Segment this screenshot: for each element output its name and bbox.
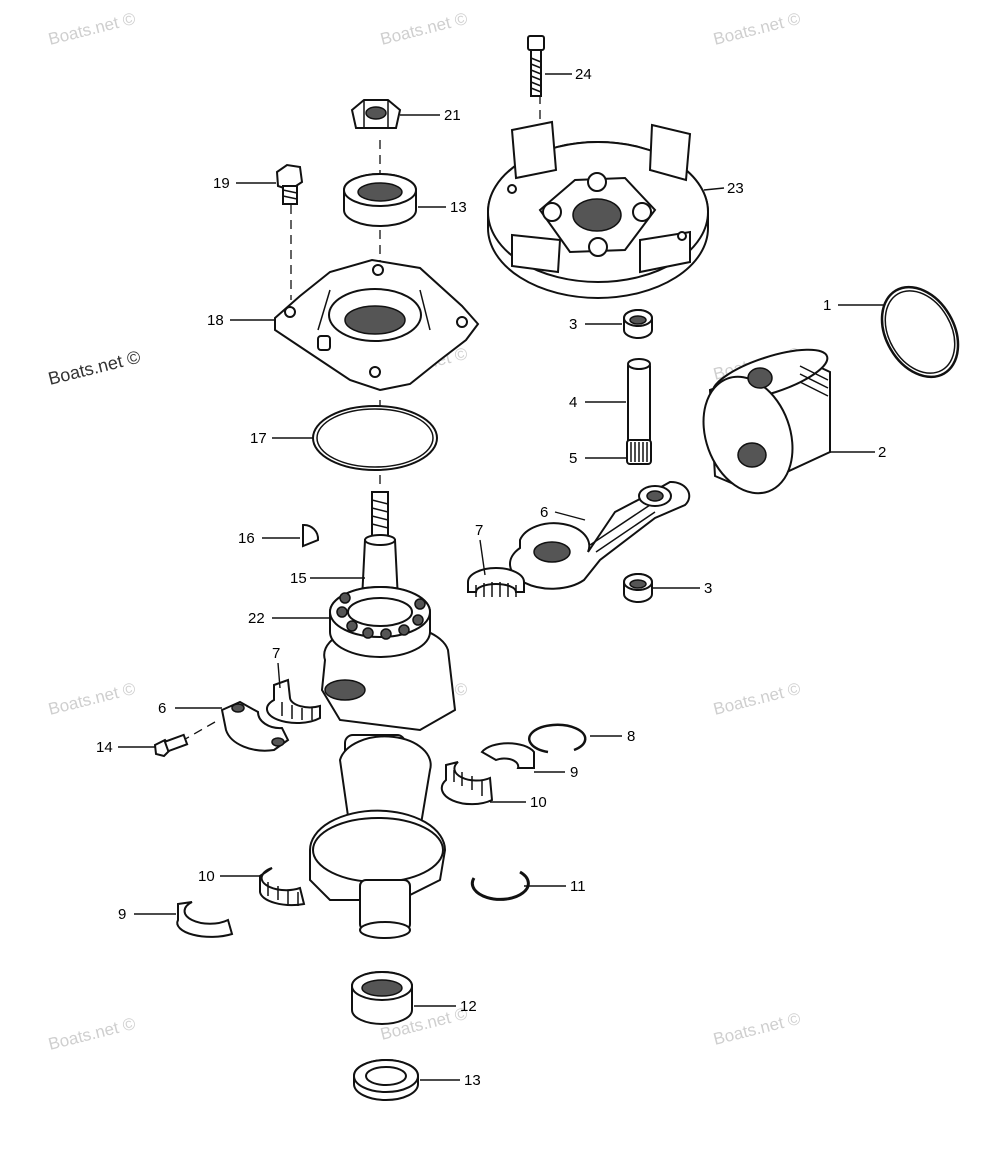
watermark: Boats.net © [711,679,802,719]
callout-16: 16 [238,530,255,547]
callout-13-bottom: 13 [464,1072,481,1089]
callout-15: 15 [290,570,307,587]
callout-2: 2 [878,444,886,461]
callout-17: 17 [250,430,267,447]
part-oring-17 [312,405,438,471]
part-needle-bearing-5 [626,439,652,465]
callout-12: 12 [460,998,477,1015]
part-housing-18 [274,258,480,392]
part-seal-13-bottom [353,1059,419,1101]
callout-7-lower: 7 [272,645,280,662]
callout-9-right: 9 [570,764,578,781]
part-bolt-19 [275,163,304,205]
callout-13-top: 13 [450,199,467,216]
callout-22: 22 [248,610,265,627]
callout-7-upper: 7 [475,522,483,539]
part-seal-13-top [343,173,417,227]
callout-6-cap: 6 [158,700,166,717]
part-nut-21 [350,99,402,129]
part-bearing-cage-10b [259,867,306,907]
callout-9-left: 9 [118,906,126,923]
part-plate-23 [487,120,709,299]
watermark: Boats.net © [46,679,137,719]
callout-10-right: 10 [530,794,547,811]
part-bearing-cage-10a [440,761,494,806]
callout-labels: 24 21 13 19 23 18 1 3 4 5 2 17 16 6 7 3 … [96,66,886,1089]
part-cup-3-top [623,309,653,339]
part-ring-1 [880,285,960,379]
callout-8: 8 [627,728,635,745]
watermark: Boats.net © [711,9,802,49]
watermark: Boats.net © [46,9,137,49]
part-retaining-ring-11 [470,870,530,901]
callout-3-bottom: 3 [704,580,712,597]
part-circlip-8 [528,723,587,754]
part-cup-3-bottom [623,573,653,603]
callout-11: 11 [570,878,586,895]
callout-21: 21 [444,107,461,124]
callout-18: 18 [207,312,224,329]
callout-5: 5 [569,450,577,467]
callout-19: 19 [213,175,230,192]
part-roller-bearing-12 [351,971,413,1025]
watermark: Boats.net © [378,9,469,49]
part-pin-4 [627,358,651,447]
part-ball-bearing-22 [329,586,431,658]
part-connecting-rod-6 [509,480,691,590]
callout-24: 24 [575,66,592,83]
watermark: Boats.net © [46,347,142,389]
part-key-16 [302,523,320,548]
watermark: Boats.net © [46,1014,137,1054]
part-sleeve-9b [176,901,234,938]
part-screw-24 [527,35,545,97]
callout-23: 23 [727,180,744,197]
watermarks: Boats.net © Boats.net © Boats.net © Boat… [46,9,803,1054]
callout-10-left: 10 [198,868,215,885]
part-crankshaft-15 [309,491,457,939]
part-bearing-cage-7b [266,678,321,725]
callout-1: 1 [823,297,831,314]
watermark: Boats.net © [711,1009,802,1049]
callout-4: 4 [569,394,577,411]
part-rod-cap-6 [220,700,290,752]
part-piston-2 [702,348,831,495]
leader-lines [118,73,884,1081]
part-sleeve-9a [480,742,535,769]
callout-3-top: 3 [569,316,577,333]
part-bolt-14 [153,733,189,758]
callout-14: 14 [96,739,113,756]
part-bearing-cage-7a [467,567,525,597]
callout-6-rod: 6 [540,504,548,521]
